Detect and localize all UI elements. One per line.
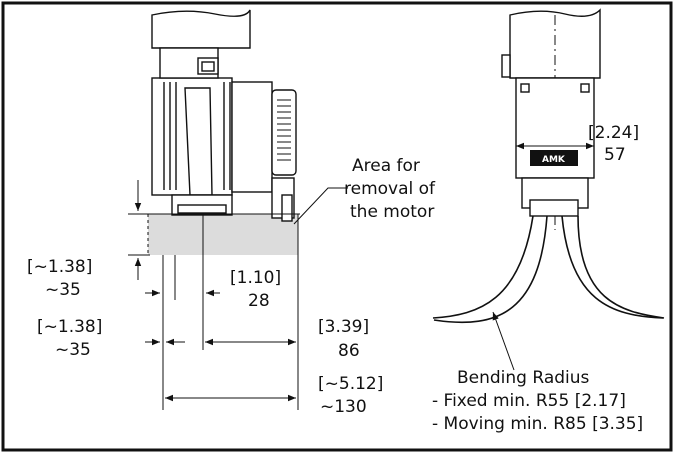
removal-leader bbox=[293, 187, 348, 225]
cable-left-outer bbox=[432, 215, 534, 319]
total-inch: [~5.12] bbox=[318, 374, 383, 394]
front-view-reference-lines bbox=[128, 213, 300, 410]
depth-inch: [3.39] bbox=[318, 317, 369, 337]
total-mm: ~130 bbox=[320, 397, 367, 417]
cooling-fins bbox=[163, 82, 231, 190]
flange-base bbox=[177, 204, 227, 214]
removal-line-3: the motor bbox=[350, 202, 434, 222]
side-module bbox=[231, 81, 273, 193]
cable-left-inner bbox=[433, 215, 548, 324]
brand-plate bbox=[530, 150, 578, 166]
bending-leader bbox=[492, 311, 515, 371]
removal-area bbox=[148, 214, 298, 255]
brand-mark: AMK bbox=[542, 155, 566, 165]
depth-mm: 86 bbox=[338, 341, 360, 361]
cable-right-inner bbox=[561, 215, 664, 319]
cable-channel bbox=[184, 87, 213, 196]
side-width-mm: 57 bbox=[604, 145, 626, 165]
side-width-inch: [2.24] bbox=[588, 123, 639, 143]
offset2-inch: [~1.38] bbox=[37, 317, 102, 337]
height-inch: [~1.38] bbox=[27, 257, 92, 277]
cable-right-outer bbox=[577, 215, 665, 319]
clamp-pin bbox=[281, 194, 293, 222]
removal-line-2: removal of bbox=[344, 179, 436, 199]
side-connector bbox=[529, 199, 579, 217]
heat-sink-ribs bbox=[277, 99, 291, 161]
height-mm: ~35 bbox=[45, 280, 81, 300]
bending-fixed: - Fixed min. R55 [2.17] bbox=[432, 391, 626, 411]
offset1-inch: [1.10] bbox=[230, 268, 281, 288]
labels: Area for removal of the motor [2.24] 57 … bbox=[27, 123, 643, 434]
side-screw-right bbox=[580, 83, 590, 93]
heat-sink bbox=[271, 89, 297, 176]
upper-housing bbox=[151, 9, 251, 49]
removal-line-1: Area for bbox=[352, 156, 420, 176]
connector-slot bbox=[201, 61, 215, 72]
bending-moving: - Moving min. R85 [3.35] bbox=[432, 414, 643, 434]
offset1-mm: 28 bbox=[248, 291, 270, 311]
bending-title: Bending Radius bbox=[457, 368, 590, 388]
side-screw-left bbox=[520, 83, 530, 93]
side-view bbox=[432, 8, 665, 324]
offset2-mm: ~35 bbox=[55, 340, 91, 360]
side-tab bbox=[501, 54, 511, 78]
front-view bbox=[148, 9, 298, 255]
